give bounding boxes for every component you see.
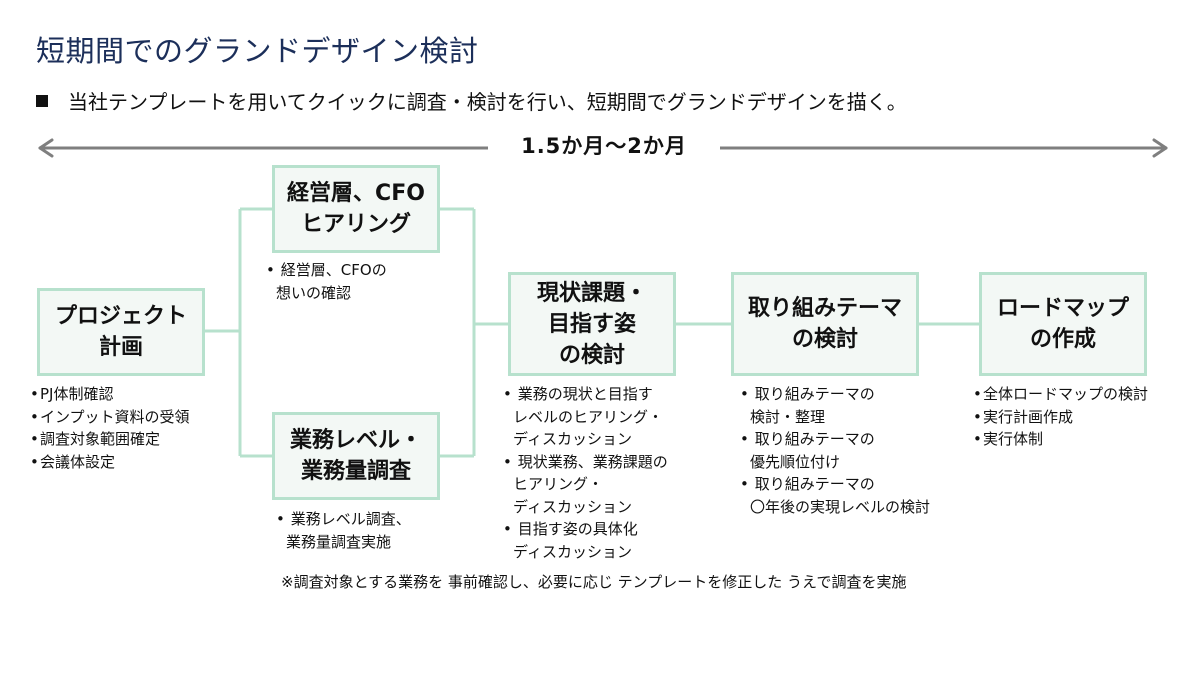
subtitle: 当社テンプレートを用いてクイックに調査・検討を行い、短期間でグランドデザインを描… — [36, 86, 907, 115]
step-label: ロードマップ の作成 — [996, 296, 1129, 352]
step-box-work-survey: 業務レベル・ 業務量調査 — [272, 412, 440, 500]
step-box-project-plan: プロジェクト 計画 — [37, 288, 205, 376]
notes-project-plan: PJ体制確認 インプット資料の受領 調査対象範囲確定 会議体設定 — [30, 383, 190, 473]
list-item: 実行計画作成 — [973, 406, 1148, 429]
step-box-current-issues: 現状課題・ 目指す姿 の検討 — [508, 272, 676, 376]
subtitle-text: 当社テンプレートを用いてクイックに調査・検討を行い、短期間でグランドデザインを描… — [68, 90, 907, 114]
list-item: インプット資料の受領 — [30, 406, 190, 429]
step-label: 経営層、CFO ヒアリング — [287, 181, 425, 237]
step-label: プロジェクト 計画 — [54, 304, 187, 360]
step-label: 業務レベル・ 業務量調査 — [289, 428, 422, 484]
list-item: 実行体制 — [973, 428, 1148, 451]
list-item: 業務レベル調査、業務量調査実施 — [276, 508, 411, 553]
survey-remark: ※調査対象とする業務を 事前確認し、必要に応じ テンプレートを修正した うえで調… — [281, 573, 907, 591]
square-bullet-icon — [36, 95, 48, 107]
step-box-roadmap: ロードマップ の作成 — [979, 272, 1147, 376]
notes-roadmap: 全体ロードマップの検討 実行計画作成 実行体制 — [973, 383, 1148, 451]
step-box-theme-review: 取り組みテーマ の検討 — [731, 272, 919, 376]
page-title: 短期間でのグランドデザイン検討 — [36, 34, 479, 68]
step-box-exec-hearing: 経営層、CFO ヒアリング — [272, 165, 440, 253]
process-connectors — [205, 207, 979, 458]
notes-work-survey: 業務レベル調査、業務量調査実施 — [276, 508, 411, 553]
step-label: 取り組みテーマ の検討 — [747, 296, 902, 352]
arrow-right-icon — [1152, 138, 1168, 158]
list-item: 全体ロードマップの検討 — [973, 383, 1148, 406]
list-item: PJ体制確認 — [30, 383, 190, 406]
arrow-left-icon — [38, 138, 54, 158]
list-item: 会議体設定 — [30, 451, 190, 474]
list-item: 調査対象範囲確定 — [30, 428, 190, 451]
duration-label: 1.5か月～2か月 — [488, 130, 720, 160]
step-label: 現状課題・ 目指す姿 の検討 — [536, 280, 647, 368]
